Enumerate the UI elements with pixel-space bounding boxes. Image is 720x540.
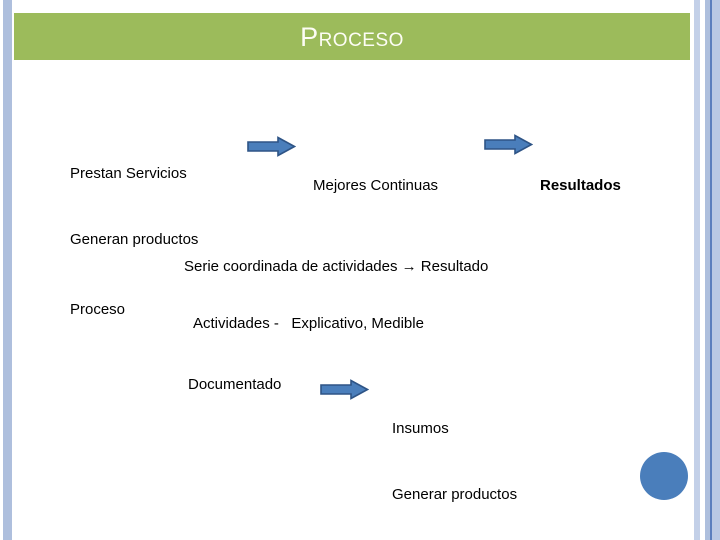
right-block-arrow-icon-3 <box>320 379 369 400</box>
right-edge-bar-2 <box>705 0 710 540</box>
definition-attributes: Actividades - Explicativo, Medible <box>193 315 424 332</box>
definition-statement: Serie coordinada de actividades → Result… <box>184 258 489 275</box>
flow-step-insumos: Insumos Generar productos <box>392 374 517 540</box>
flow-step-insumos-line2: Generar productos <box>392 486 518 503</box>
definition-label-proceso: Proceso <box>70 301 126 318</box>
flow-step-prestan-line2: Generan productos <box>70 231 199 248</box>
flow-step-resultados-label: Resultados <box>540 177 621 194</box>
right-block-arrow-icon-1 <box>247 136 296 157</box>
flow-step-mejores-label: Mejores Continuas <box>313 177 439 194</box>
page-title: Proceso <box>300 22 404 52</box>
title-band: Proceso <box>14 13 690 60</box>
flow-step-prestan-servicios: Prestan Servicios Generan productos <box>70 119 198 295</box>
flow-step-insumos-line1: Insumos <box>392 420 449 437</box>
right-edge-bar-3 <box>710 0 712 540</box>
flow-step-prestan-line1: Prestan Servicios <box>70 165 187 182</box>
flow-step-mejores-continuas: Mejores Continuas <box>313 131 438 241</box>
left-edge-bar <box>3 0 12 540</box>
flow-step-documentado: Documentado <box>188 376 282 393</box>
blue-circle-accent <box>640 452 688 500</box>
right-block-arrow-icon-2 <box>484 134 533 155</box>
right-edge-bar-1 <box>694 0 700 540</box>
right-edge-bar-4 <box>712 0 720 540</box>
flow-step-resultados: Resultados <box>540 131 621 241</box>
